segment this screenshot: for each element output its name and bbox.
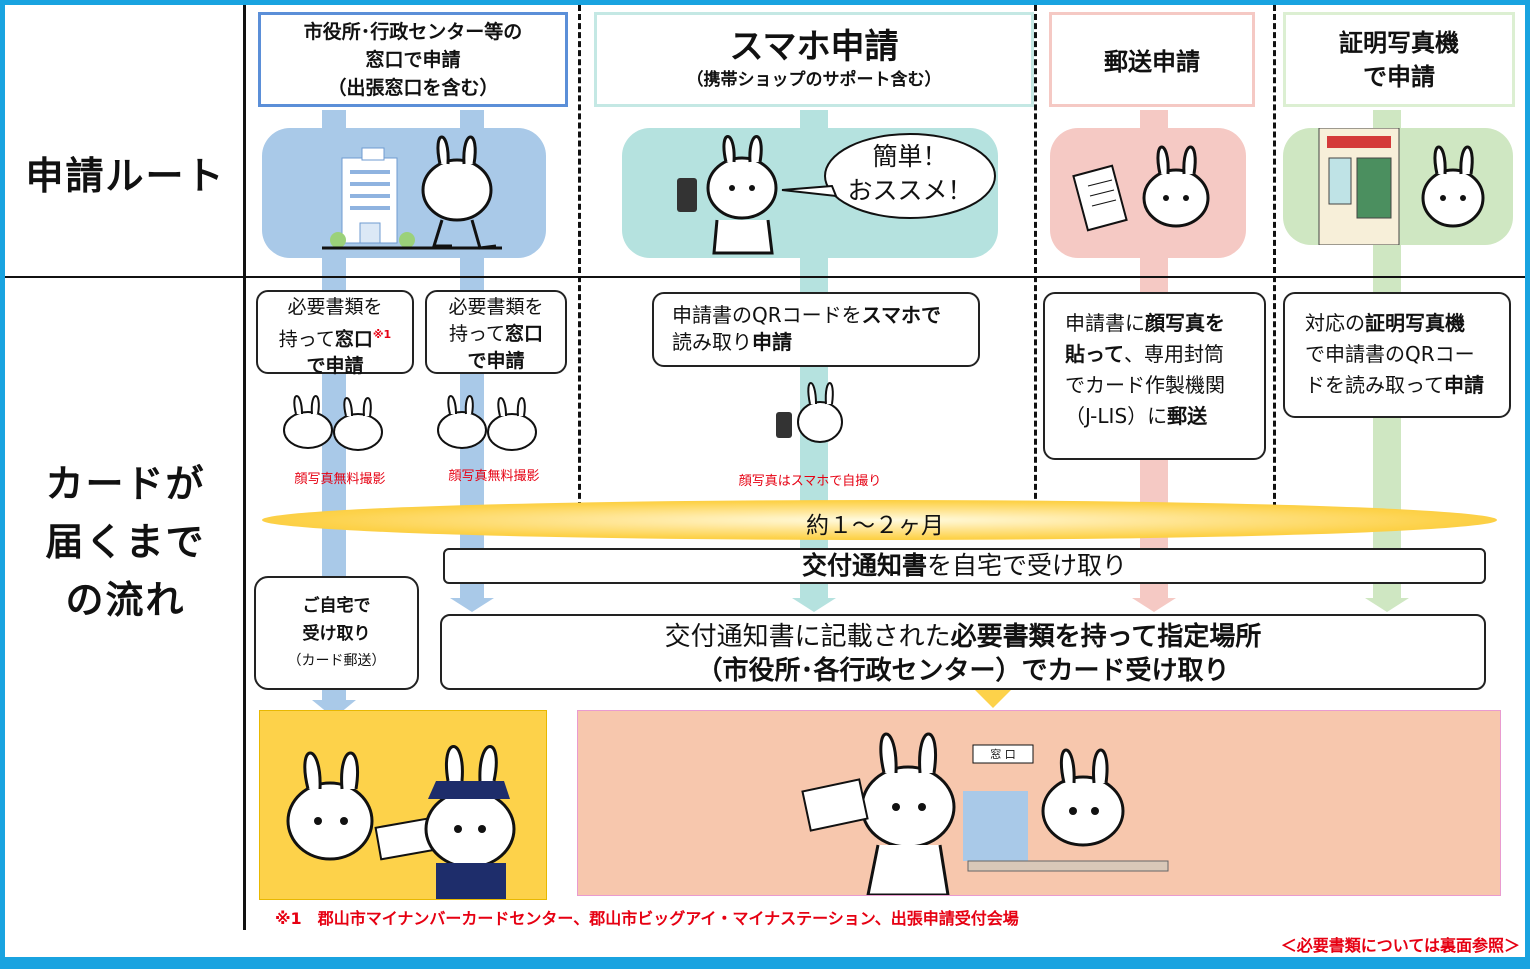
rabbit-with-phone-icon <box>677 133 996 255</box>
step-emphasis: 申請 <box>1444 373 1484 397</box>
route-title: 市役所･行政センター等の 窓口で申請 （出張窓口を含む） <box>303 20 523 99</box>
home-delivery-box: ご自宅で 受け取り （カード郵送） <box>254 576 419 690</box>
flow-row-label: カードが 届くまで の流れ <box>45 462 206 622</box>
rabbit-selfie-icon <box>776 382 843 443</box>
pickup-box: 交付通知書に記載された必要書類を持って指定場所 （市役所･各行政センター）でカー… <box>440 614 1486 690</box>
caption-free-photo-1: 顔写真無料撮影 <box>294 472 386 487</box>
pickup-text: 交付通知書に記載された <box>664 622 951 652</box>
period-label: 約１～２ヶ月 <box>806 513 944 539</box>
photo-booth-icon <box>1318 127 1485 246</box>
divider-dashed <box>1273 5 1276 517</box>
frame-top <box>0 0 1530 5</box>
rabbit-counter-icon <box>801 732 1169 897</box>
step-text: 申請書のQRコードを <box>672 303 862 327</box>
step-text: 対応の <box>1305 311 1365 335</box>
step-emphasis: 顔写真を <box>1145 311 1225 335</box>
route-header-smart: スマホ申請 （携帯ショップのサポート含む） <box>594 12 1034 107</box>
step-emphasis: 貼って <box>1065 342 1124 366</box>
home-text: ご自宅で <box>302 596 371 616</box>
period-band <box>262 500 1497 540</box>
office-building-icon <box>322 135 502 250</box>
mail-illustration <box>1050 128 1246 258</box>
caption-selfie: 顔写真はスマホで自撮り <box>738 474 882 489</box>
speech-bubble-text: 簡単！ おススメ！ <box>847 142 973 205</box>
pickup-emphasis: 必要書類を持って指定場所 <box>950 622 1262 652</box>
notice-box: 交付通知書を自宅で受け取り <box>443 548 1486 584</box>
rabbit-with-letter-icon <box>1072 145 1210 232</box>
step-emphasis: 窓口 <box>334 328 373 351</box>
pickup-illustration <box>577 710 1501 897</box>
step-text: 必要書類を <box>287 296 383 318</box>
step-text: 持って <box>278 328 335 351</box>
caption-free-photo-2: 顔写真無料撮影 <box>448 469 540 484</box>
route-title: スマホ申請 <box>729 26 899 67</box>
step-text: 必要書類を <box>448 296 544 318</box>
home-text: （カード郵送） <box>287 653 386 669</box>
arrow-tip <box>975 690 1011 708</box>
step-smart: 申請書のQRコードをスマホで 読み取り申請 <box>652 292 980 367</box>
step-emphasis: 郵送 <box>1167 404 1208 428</box>
route-title: 証明写真機 で申請 <box>1339 28 1459 91</box>
arrow-tip <box>1132 598 1176 612</box>
step-text: 申請書に <box>1065 311 1145 335</box>
divider-dashed <box>578 5 581 517</box>
step-text: で申請書のQRコー <box>1305 342 1475 366</box>
step-emphasis: で申請 <box>467 350 525 372</box>
step-text: でカード作製機関 <box>1065 373 1225 397</box>
step-text: ドを読み取って <box>1305 373 1444 397</box>
step-emphasis: 申請 <box>752 330 792 354</box>
smart-illustration <box>622 128 998 258</box>
step-text: 読み取り <box>672 330 752 354</box>
step-emphasis: 窓口 <box>505 323 544 345</box>
step-text: 、専用封筒 <box>1124 342 1224 366</box>
frame-left <box>0 0 5 969</box>
photo-illustration <box>1283 127 1513 246</box>
route-subtitle: （携帯ショップのサポート含む） <box>686 69 942 90</box>
arrow-tip <box>792 598 836 612</box>
step-mail: 申請書に顔写真を 貼って、専用封筒 でカード作製機関 （J-LIS）に郵送 <box>1043 292 1266 460</box>
window-illustration <box>262 128 546 258</box>
frame-right <box>1525 0 1530 969</box>
rabbits-photo-icon <box>283 395 383 451</box>
reference-note: ＜必要書類については裏面参照＞ <box>1280 936 1520 955</box>
home-text: 受け取り <box>302 624 371 644</box>
step-text: （J-LIS）に <box>1065 404 1168 428</box>
step-window-1: 必要書類を 持って窓口※1 で申請 <box>256 290 414 378</box>
footnote: ※1 郡山市マイナンバーカードセンター、郡山市ビッグアイ・マイナステーション、出… <box>275 909 1019 928</box>
notice-text: を自宅で受け取り <box>927 551 1128 580</box>
step-window-2: 必要書類を 持って窓口 で申請 <box>425 290 567 374</box>
counter-sign: 窓 口 <box>990 748 1016 761</box>
arrow-tip <box>1365 598 1409 612</box>
rabbits-photo-icon <box>437 395 537 451</box>
rabbit-mail-carrier-icon <box>286 745 516 899</box>
step-text: 持って <box>448 323 506 345</box>
route-header-photo: 証明写真機 で申請 <box>1283 12 1515 107</box>
divider-horizontal <box>5 276 1525 278</box>
route-header-window: 市役所･行政センター等の 窓口で申請 （出張窓口を含む） <box>258 12 568 107</box>
divider-dashed <box>1034 5 1037 517</box>
pickup-emphasis: （市役所･各行政センター）でカード受け取り <box>696 656 1230 686</box>
route-title: 郵送申請 <box>1104 48 1200 76</box>
divider-vertical <box>243 5 246 930</box>
step-photo: 対応の証明写真機 で申請書のQRコー ドを読み取って申請 <box>1283 292 1511 418</box>
step-emphasis: スマホで <box>861 303 942 327</box>
notice-emphasis: 交付通知書 <box>801 551 927 580</box>
arrow-tip <box>450 598 494 612</box>
frame-bottom <box>0 957 1530 969</box>
footnote-mark: ※1 <box>372 328 392 341</box>
route-row-label: 申請ルート <box>25 154 226 198</box>
home-delivery-illustration <box>259 710 547 900</box>
route-header-mail: 郵送申請 <box>1049 12 1255 107</box>
step-emphasis: で申請 <box>306 355 364 378</box>
step-emphasis: 証明写真機 <box>1365 311 1465 335</box>
